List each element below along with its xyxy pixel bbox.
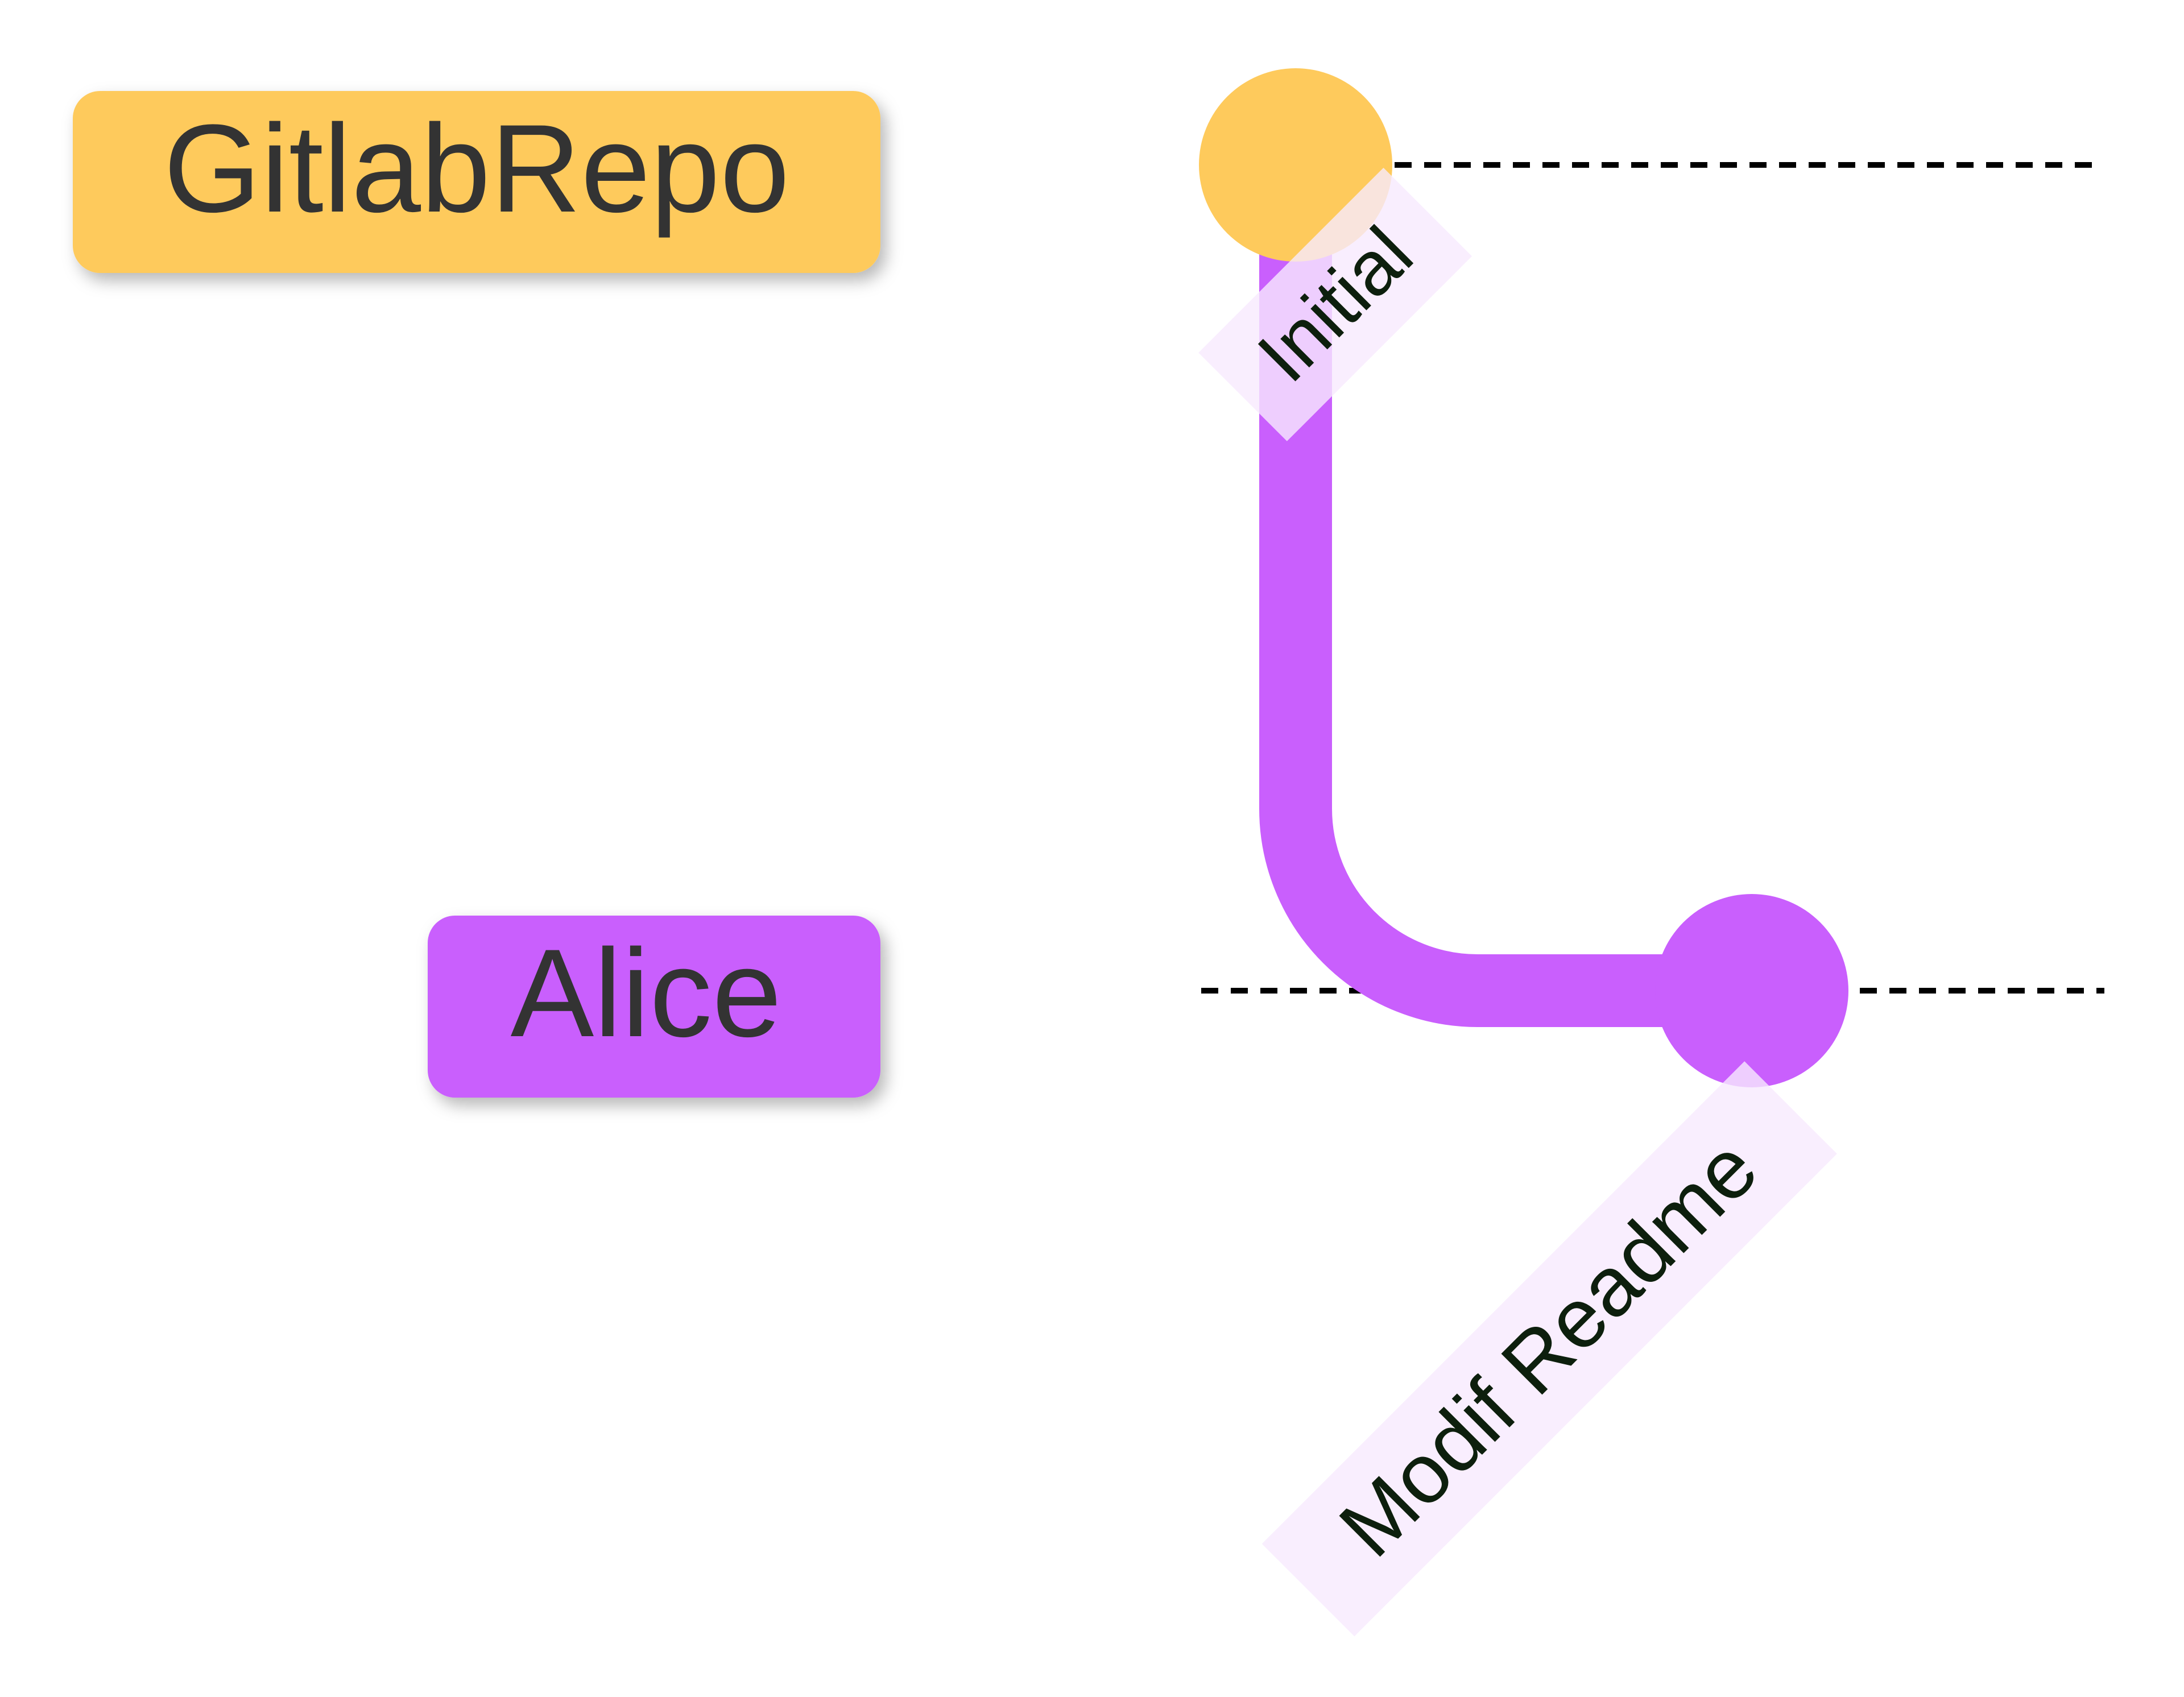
commit-label-modif-readme-text: Modif Readme <box>1322 1121 1775 1574</box>
branch-label-alice-text: Alice <box>511 923 782 1063</box>
branch-label-alice[interactable]: Alice <box>428 916 880 1098</box>
branch-connector-path <box>1259 216 1752 1027</box>
branch-label-alice-box <box>428 916 880 1098</box>
commit-node-modif-readme[interactable] <box>1655 894 1848 1087</box>
commit-label-modif-readme-bg <box>1261 1061 1837 1637</box>
branch-label-gitlabrepo-box <box>73 91 880 273</box>
branch-label-gitlabrepo[interactable]: GitlabRepo <box>73 91 880 273</box>
commit-label-initial-bg <box>1198 167 1472 441</box>
branch-label-gitlabrepo-text: GitlabRepo <box>164 98 790 238</box>
commit-label-modif-readme: Modif Readme <box>1261 1061 1837 1637</box>
